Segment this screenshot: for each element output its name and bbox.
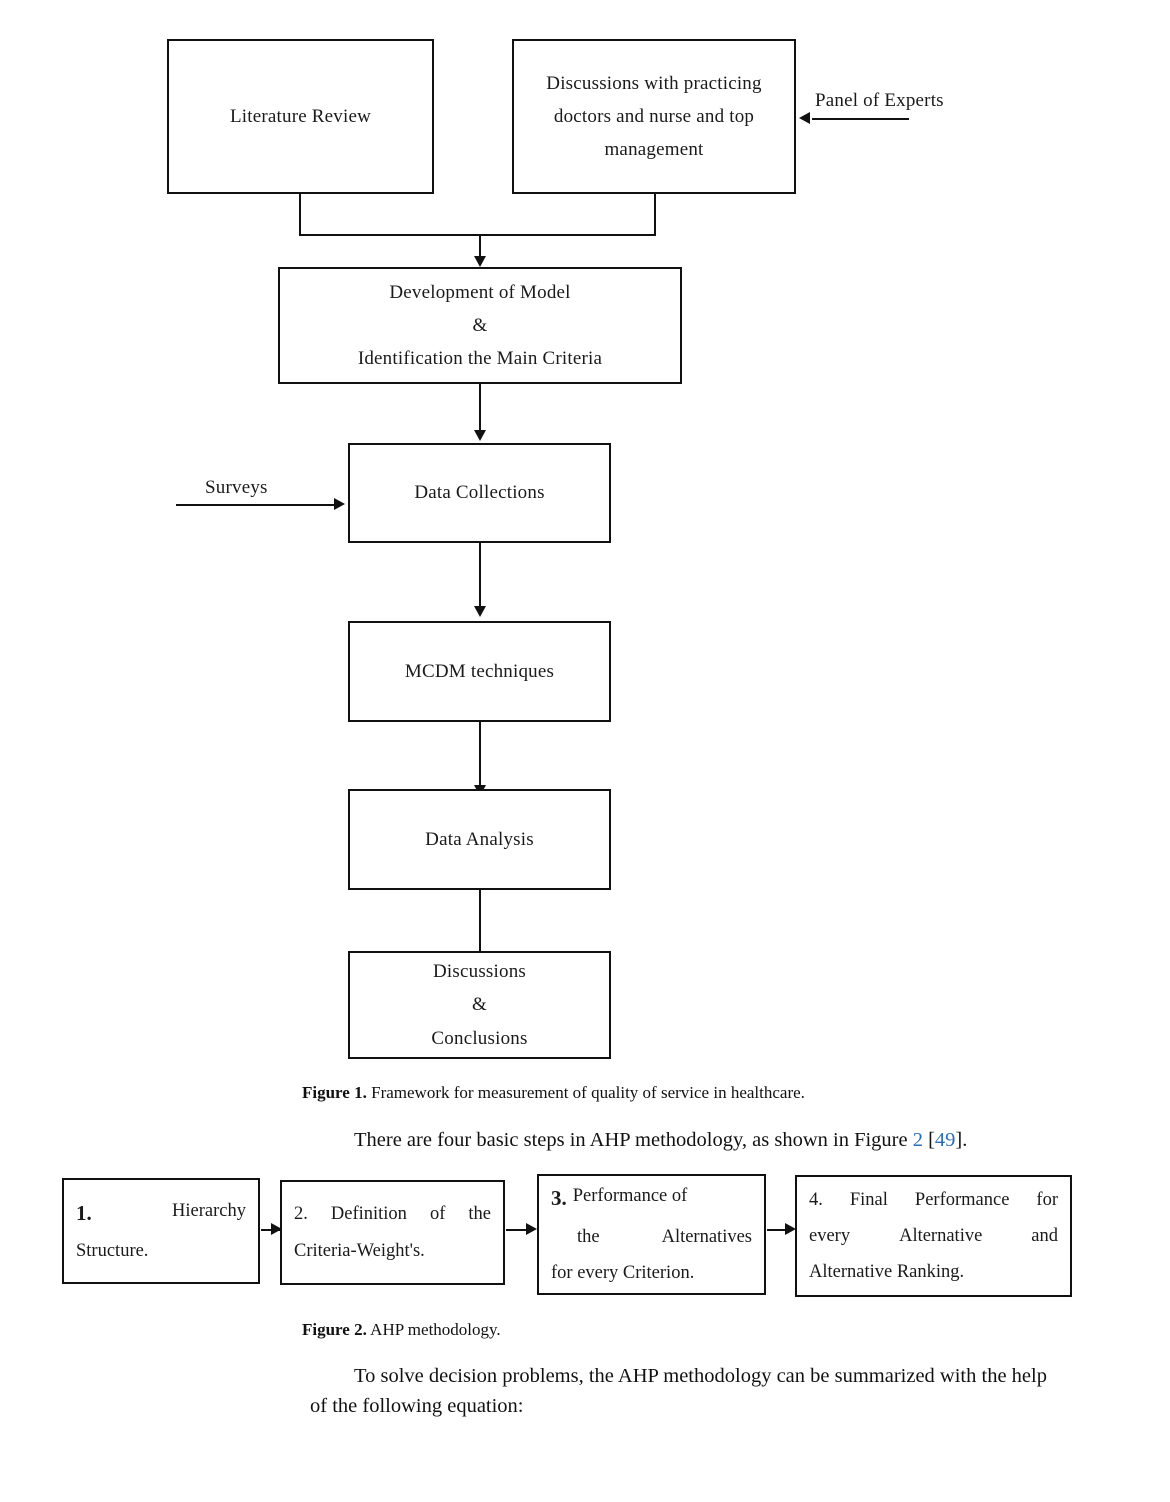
- flow-box-line: Data Analysis: [425, 828, 534, 850]
- flow-box-line: MCDM techniques: [404, 660, 555, 682]
- flow-box-data-analysis: Data Analysis: [348, 789, 611, 890]
- arrow-step3-to-step4-icon: [785, 1223, 796, 1235]
- paragraph-text-a: There are four basic steps in AHP method…: [354, 1129, 913, 1151]
- flow-box-line: Literature Review: [229, 105, 372, 127]
- ahp-step-row: 3. Performance of: [551, 1178, 752, 1219]
- paragraph-closing: To solve decision problems, the AHP meth…: [310, 1362, 1100, 1421]
- flow-box-mcdm-techniques: MCDM techniques: [348, 621, 611, 722]
- connector-panel-of-experts-line: [812, 118, 909, 120]
- flow-box-line: Data Collections: [414, 482, 545, 504]
- flow-box-line: &: [472, 314, 488, 336]
- arrow-into-data-collections-icon: [474, 430, 486, 441]
- paragraph-text-b: [: [922, 1129, 935, 1151]
- paragraph-closing-line-2: of the following equation:: [310, 1394, 524, 1417]
- ahp-step-box-3: 3. Performance of the Alternatives for e…: [537, 1174, 766, 1295]
- ahp-step-number: 4.: [809, 1189, 823, 1210]
- ahp-step-row: every Alternative and: [809, 1218, 1058, 1254]
- figure-1-caption: Figure 1. Framework for measurement of q…: [302, 1083, 805, 1103]
- figure-2-caption-prefix: Figure 2.: [302, 1320, 367, 1339]
- ahp-step-row: 4. Final Performance for: [809, 1182, 1058, 1218]
- ahp-step-word: Performance of: [572, 1185, 688, 1206]
- ahp-step-number: 3.: [551, 1185, 567, 1210]
- ahp-step-word: the: [468, 1204, 491, 1225]
- ahp-step-box-4: 4. Final Performance for every Alternati…: [795, 1175, 1072, 1297]
- flow-box-literature-review: Literature Review: [167, 39, 434, 194]
- ahp-step-row: Structure.: [76, 1233, 246, 1269]
- ahp-step-word: the: [577, 1226, 600, 1247]
- connector-step3-to-step4: [767, 1229, 788, 1231]
- flow-box-line: &: [472, 994, 487, 1016]
- ahp-step-row: 2. Definition of the: [294, 1196, 491, 1232]
- connector-bracket-to-development: [479, 234, 481, 260]
- connector-step2-to-step3: [506, 1229, 527, 1231]
- arrow-into-discussions-box-icon: [799, 112, 810, 124]
- figure-1-caption-prefix: Figure 1.: [302, 1083, 367, 1102]
- figure-1-caption-text: Framework for measurement of quality of …: [371, 1083, 805, 1102]
- label-panel-of-experts: Panel of Experts: [815, 90, 944, 111]
- arrow-into-mcdm-icon: [474, 606, 486, 617]
- ahp-step-word: for: [1036, 1189, 1058, 1210]
- connector-discussions-down: [654, 193, 656, 235]
- connector-data-collections-to-mcdm: [479, 543, 481, 607]
- flow-box-development-of-model: Development of Model & Identification th…: [278, 267, 682, 384]
- arrow-into-data-collections-from-surveys-icon: [334, 498, 345, 510]
- ahp-step-word: Alternatives: [661, 1226, 752, 1247]
- ahp-step-row: Alternative Ranking.: [809, 1254, 1058, 1290]
- figure-2-caption: Figure 2. AHP methodology.: [302, 1320, 501, 1340]
- flow-box-discussions-conclusions: Discussions & Conclusions: [348, 951, 611, 1059]
- ahp-step-word: and: [1031, 1225, 1058, 1246]
- connector-bracket-horizontal: [299, 234, 656, 236]
- flow-box-line: Conclusions: [431, 1027, 528, 1049]
- arrow-step1-to-step2-icon: [271, 1223, 282, 1235]
- flow-box-line: Discussions: [433, 961, 526, 983]
- ahp-step-word: Alternative Ranking.: [809, 1262, 965, 1283]
- link-figure-2[interactable]: 2: [912, 1129, 923, 1151]
- ahp-step-word: for every Criterion.: [551, 1262, 695, 1283]
- ahp-step-number: 1.: [76, 1200, 92, 1225]
- arrow-step2-to-step3-icon: [526, 1223, 537, 1235]
- paragraph-ahp-steps-intro: There are four basic steps in AHP method…: [310, 1126, 1110, 1156]
- ahp-step-number: 2.: [294, 1204, 308, 1225]
- ahp-step-word: Criteria-Weight's.: [294, 1240, 425, 1261]
- ahp-step-word: Structure.: [76, 1241, 149, 1262]
- link-reference-49[interactable]: 49: [934, 1129, 956, 1151]
- paragraph-closing-line-1: To solve decision problems, the AHP meth…: [354, 1365, 1047, 1387]
- ahp-step-word: Hierarchy: [172, 1200, 246, 1221]
- flow-box-line: Identification the Main Criteria: [357, 348, 603, 370]
- ahp-step-word: every: [809, 1225, 851, 1246]
- figure-2-caption-text: AHP methodology.: [370, 1320, 501, 1339]
- paragraph-text-c: ].: [955, 1129, 968, 1151]
- ahp-step-word: Final: [849, 1189, 888, 1210]
- connector-surveys-line: [176, 504, 335, 506]
- label-surveys: Surveys: [205, 477, 268, 498]
- ahp-step-word: Performance: [914, 1189, 1010, 1210]
- ahp-step-word: Alternative: [899, 1225, 983, 1246]
- ahp-step-row: the Alternatives: [551, 1219, 752, 1255]
- connector-literature-down: [299, 193, 301, 235]
- ahp-step-row: 1. Hierarchy: [76, 1193, 246, 1234]
- connector-data-analysis-to-conclusions: [479, 890, 481, 954]
- connector-mcdm-to-data-analysis: [479, 722, 481, 786]
- ahp-step-row: Criteria-Weight's.: [294, 1233, 491, 1269]
- flow-box-line: Discussions with practicing: [546, 72, 762, 94]
- flow-box-line: management: [604, 139, 704, 161]
- ahp-step-box-1: 1. Hierarchy Structure.: [62, 1178, 260, 1284]
- connector-development-to-data-collections: [479, 384, 481, 431]
- flow-box-data-collections: Data Collections: [348, 443, 611, 543]
- ahp-step-word: Definition: [330, 1204, 407, 1225]
- ahp-step-row: for every Criterion.: [551, 1255, 752, 1291]
- flow-box-discussions-experts: Discussions with practicing doctors and …: [512, 39, 796, 194]
- flow-box-line: Development of Model: [389, 281, 571, 303]
- arrow-into-development-box-icon: [474, 256, 486, 267]
- flow-box-line: doctors and nurse and top: [553, 105, 755, 127]
- ahp-step-box-2: 2. Definition of the Criteria-Weight's.: [280, 1180, 505, 1285]
- ahp-step-word: of: [429, 1204, 446, 1225]
